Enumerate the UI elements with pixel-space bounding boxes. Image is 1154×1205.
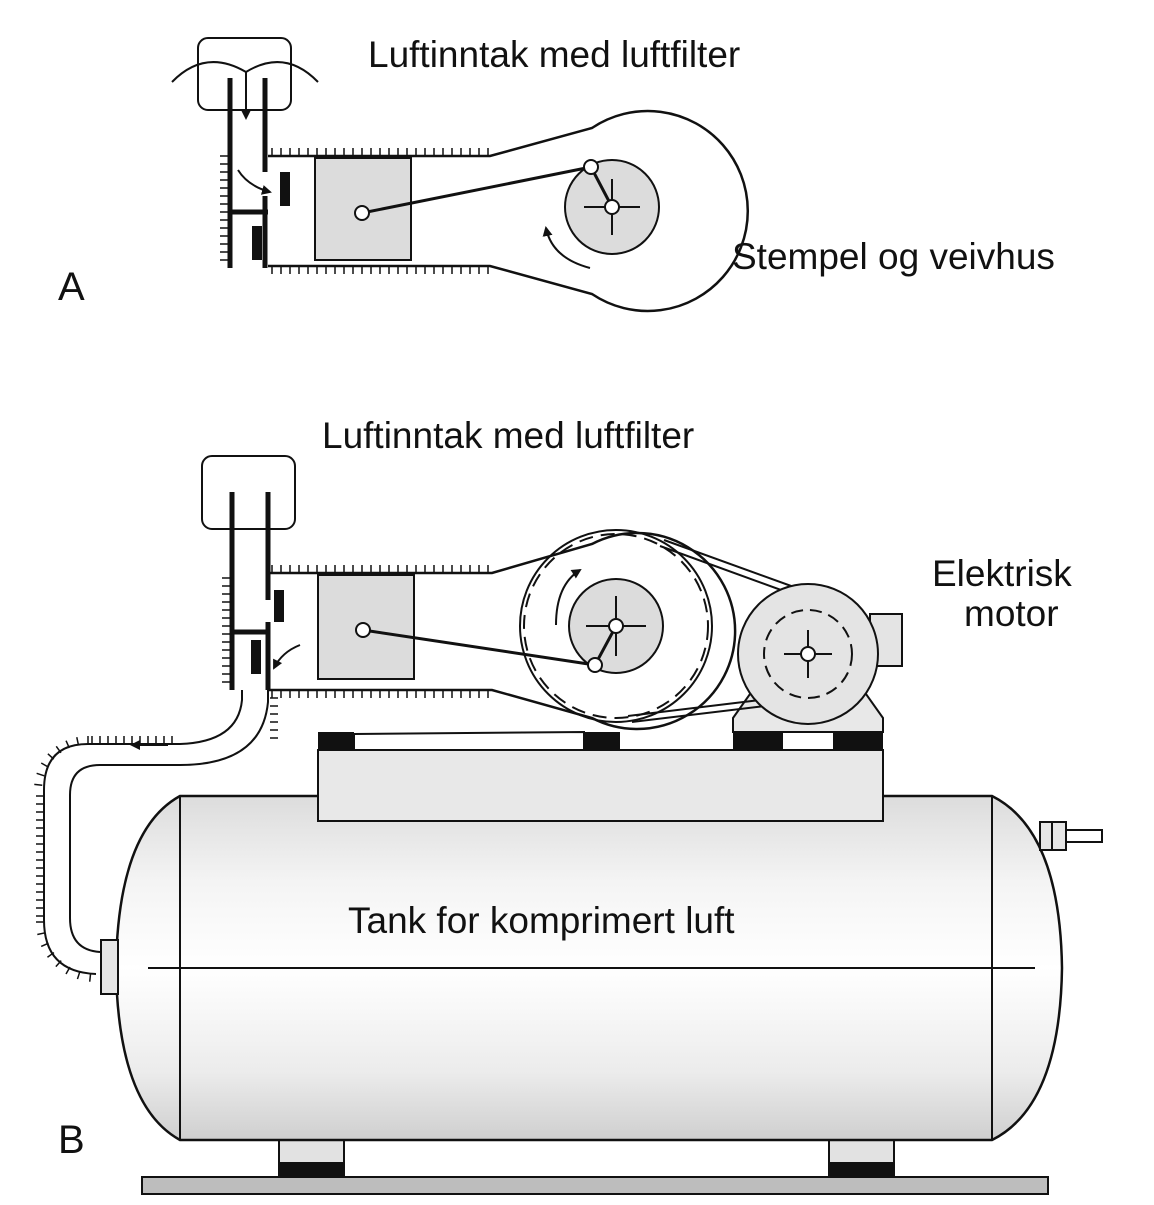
tank-saddle-left-pad — [279, 1162, 344, 1177]
rotation-arrow-a — [542, 226, 591, 269]
hatch-tick — [76, 737, 80, 746]
hatch-tick — [55, 960, 62, 968]
air-filter-b — [201, 455, 296, 530]
panel-a-intake-label: Luftinntak med luftfilter — [368, 34, 740, 75]
motor-shaft — [800, 646, 816, 662]
hatch-tick — [36, 772, 45, 777]
flow-arrow-b — [273, 644, 301, 670]
cylinder-hatching-a — [271, 148, 489, 274]
outlet-valve-b — [251, 640, 261, 674]
drive-belt-bottom — [627, 699, 761, 717]
crank-center-b — [608, 618, 624, 634]
tank-inlet-fitting — [100, 939, 119, 995]
discharge-hose — [43, 690, 243, 975]
crank-center-a — [604, 199, 620, 215]
hatch-tick — [37, 932, 46, 936]
panel-b-intake-label: Luftinntak med luftfilter — [322, 415, 694, 456]
hose-hatching — [34, 697, 278, 982]
hatch-tick — [55, 745, 62, 754]
flow-arrow-a — [237, 169, 272, 195]
hatch-tick — [47, 753, 55, 760]
flywheel-dashed — [523, 533, 709, 719]
compressor-mount-left — [318, 732, 354, 750]
crankcase-outline-a — [268, 109, 750, 313]
inlet-valve-a — [280, 172, 290, 206]
hatch-tick — [65, 740, 70, 749]
panel-b-motor-label-2: motor — [964, 593, 1059, 634]
crank-pin-a — [583, 159, 599, 175]
inlet-valve-b — [274, 590, 284, 622]
motor-mount-right — [833, 732, 883, 750]
panel-b: B Luftinntak med luftfilter Elektrisk mo… — [34, 415, 1103, 1195]
outlet-valve-a — [252, 226, 262, 260]
piston-pin-b — [355, 622, 371, 638]
discharge-hose-inner — [69, 690, 269, 953]
panel-a-letter: A — [58, 265, 85, 309]
flywheel-pulley — [519, 529, 713, 723]
panel-a-crank-label: Stempel og veivhus — [732, 236, 1055, 277]
connecting-rod-b — [362, 628, 596, 667]
motor-pulley-dashed — [763, 609, 853, 699]
connecting-rod-a — [361, 165, 592, 215]
cylinder-hatching-b — [271, 565, 489, 698]
hatch-tick — [65, 966, 71, 975]
head-hatching-a — [220, 155, 230, 261]
tank-outlet-pipe — [1065, 829, 1103, 843]
compressor-mount-right — [584, 732, 620, 750]
compressor-mount-rail — [353, 730, 585, 751]
panel-b-letter: B — [58, 1118, 85, 1162]
tank-label: Tank for komprimert luft — [348, 900, 735, 941]
head-hatching-b — [222, 577, 232, 683]
hatch-tick — [34, 783, 43, 786]
tank-saddle-right-pad — [829, 1162, 894, 1177]
base-plate — [141, 1176, 1049, 1195]
hatch-tick — [47, 951, 55, 958]
drive-belt-bottom-2 — [631, 705, 766, 723]
hatch-tick — [40, 942, 49, 948]
hatch-tick — [76, 971, 81, 980]
hatch-tick — [40, 762, 49, 768]
compressor-platform — [317, 749, 884, 822]
hatch-tick — [88, 973, 92, 982]
panel-a: A Luftinntak med luftfilter Stempel og v… — [58, 34, 1055, 313]
motor-mount-left — [733, 732, 783, 750]
crank-pin-b — [587, 657, 603, 673]
piston-pin-a — [354, 205, 370, 221]
air-filter-a — [197, 37, 292, 111]
rotation-arrow-b — [555, 568, 582, 626]
panel-b-motor-label-1: Elektrisk — [932, 553, 1072, 594]
